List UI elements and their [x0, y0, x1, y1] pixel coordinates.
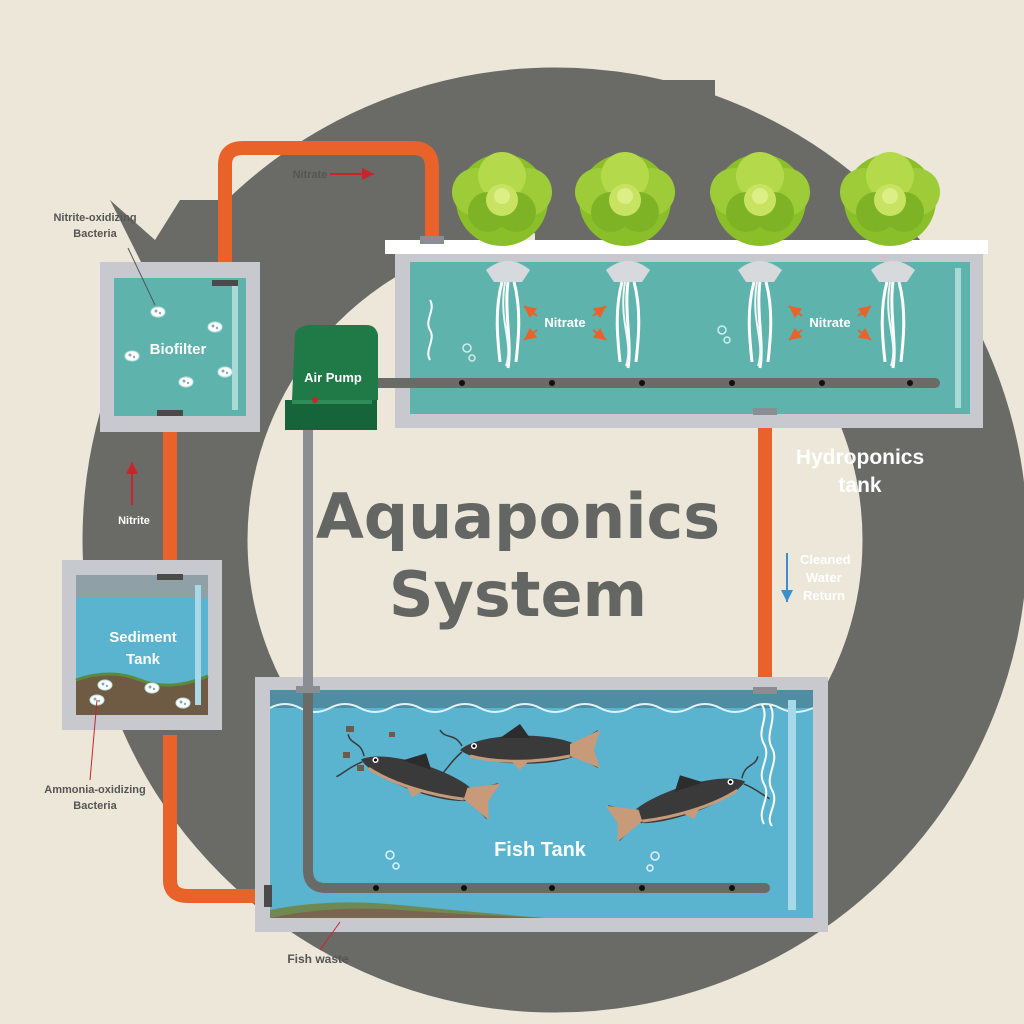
nitrate-label-left: Nitrate [544, 315, 585, 330]
fish-waste-label: Fish waste [287, 952, 349, 966]
nitrate-label-right: Nitrate [809, 315, 850, 330]
hydroponics-tank: Nitrate Nitrate [360, 236, 988, 428]
pipe-fishtank-to-sediment [163, 735, 270, 903]
cleaned-water-line3: Return [803, 588, 845, 603]
air-pump-label: Air Pump [304, 370, 362, 385]
title-line2: System [389, 558, 647, 631]
cleaned-water-line2: Water [806, 570, 842, 585]
nitrite-bacteria-line2: Bacteria [73, 228, 117, 240]
ammonia-bacteria-line1: Ammonia-oxidizing [44, 784, 145, 796]
sediment-label-line1: Sediment [109, 629, 177, 646]
ammonia-bacteria-line2: Bacteria [73, 800, 117, 812]
nitrate-pipe-label: Nitrate [293, 169, 328, 181]
fish-tank: Fish Tank [255, 677, 828, 932]
pipes [163, 141, 772, 903]
ammonia-bacteria-pointer [89, 699, 98, 781]
nitrite-bacteria-pointer [127, 247, 156, 306]
nitrate-arrows [523, 305, 872, 341]
biofilter-label: Biofilter [150, 341, 207, 358]
nitrite-bacteria-line1: Nitrite-oxidizing [53, 212, 136, 224]
nitrite-label: Nitrite [118, 515, 150, 527]
air-pump: Air Pump [285, 325, 378, 690]
cleaned-water-line1: Cleaned [800, 552, 851, 567]
pipe-biofilter-to-hydro [218, 141, 439, 298]
title-line1: Aquaponics [316, 480, 720, 553]
sediment-label-line2: Tank [126, 651, 161, 668]
hydroponics-label-line1: Hydroponics [796, 446, 924, 469]
fish-waste-pointer [319, 921, 341, 951]
fish-tank-label: Fish Tank [494, 839, 587, 861]
hydroponics-label-line2: tank [838, 474, 882, 497]
biofilter: Biofilter [100, 262, 260, 432]
sediment-tank: Sediment Tank [62, 560, 222, 730]
